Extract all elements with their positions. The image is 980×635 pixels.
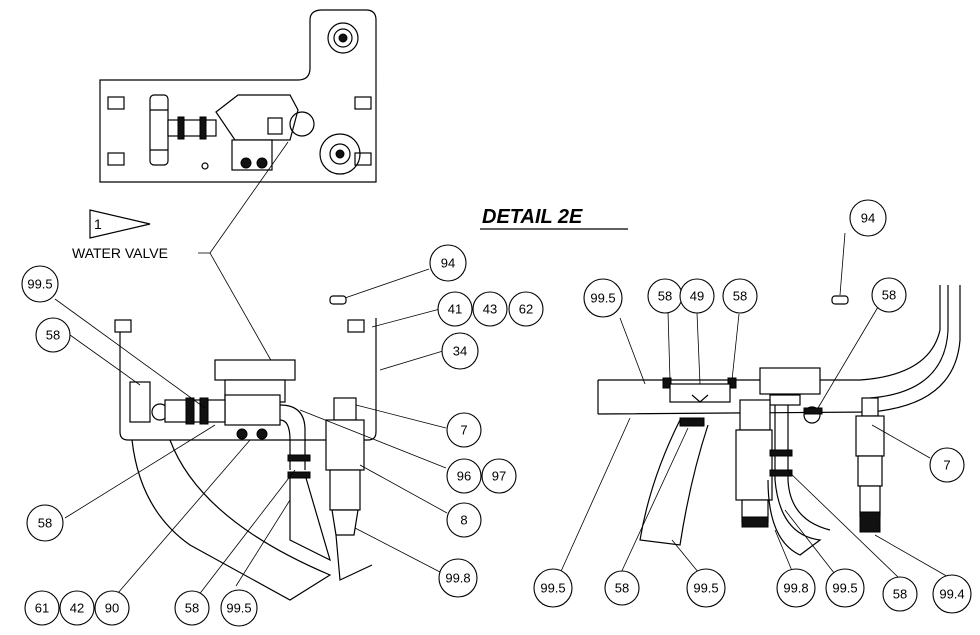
callout-58-r-b4: 58 (882, 576, 918, 612)
callout-58-r2: 58 (722, 278, 758, 314)
svg-text:43: 43 (483, 302, 497, 317)
callout-49: 49 (679, 278, 715, 314)
callout-43: 43 (472, 291, 508, 327)
svg-text:94: 94 (861, 211, 875, 226)
callout-58-bm: 58 (174, 590, 210, 626)
callout-995-tl: 99.5 (21, 265, 59, 303)
svg-text:97: 97 (492, 469, 506, 484)
detail-title: DETAIL 2E (482, 206, 583, 228)
callout-34: 34 (441, 332, 479, 370)
svg-text:58: 58 (46, 328, 60, 343)
svg-text:61: 61 (35, 601, 49, 616)
callout-41: 41 (437, 291, 473, 327)
svg-text:49: 49 (690, 289, 704, 304)
callout-995-r1: 99.5 (583, 278, 623, 318)
svg-text:99.5: 99.5 (590, 291, 615, 306)
callout-90: 90 (94, 590, 130, 626)
svg-text:99.5: 99.5 (226, 601, 251, 616)
leader-lines (54, 232, 951, 609)
svg-text:58: 58 (658, 289, 672, 304)
svg-text:96: 96 (457, 469, 471, 484)
svg-text:99.5: 99.5 (27, 277, 52, 292)
svg-text:34: 34 (453, 344, 467, 359)
svg-text:58: 58 (733, 289, 747, 304)
top-view-assembly (99, 9, 377, 183)
callout-94-r: 94 (849, 199, 887, 237)
callout-42: 42 (59, 590, 95, 626)
callout-61: 61 (24, 590, 60, 626)
callout-995-bm: 99.5 (220, 589, 258, 627)
water-valve-label: WATER VALVE (72, 245, 168, 261)
callout-58-l: 58 (35, 317, 71, 353)
svg-text:8: 8 (460, 513, 467, 528)
svg-text:58: 58 (893, 587, 907, 602)
callout-96: 96 (446, 458, 482, 494)
svg-text:7: 7 (460, 423, 467, 438)
svg-text:99.5: 99.5 (693, 581, 718, 596)
svg-text:99.5: 99.5 (832, 581, 857, 596)
callout-97: 97 (481, 458, 517, 494)
callout-8: 8 (446, 502, 482, 538)
callout-58-r1: 58 (647, 278, 683, 314)
svg-text:99.8: 99.8 (445, 571, 470, 586)
svg-text:58: 58 (38, 516, 52, 531)
callout-995-r-bl: 99.5 (533, 568, 573, 608)
svg-text:99.5: 99.5 (540, 581, 565, 596)
svg-text:62: 62 (519, 302, 533, 317)
callout-7-l: 7 (446, 412, 482, 448)
svg-text:99.4: 99.4 (939, 587, 964, 602)
right-side-view (597, 285, 961, 556)
svg-text:58: 58 (882, 288, 896, 303)
callout-58-r-b: 58 (604, 570, 640, 606)
callout-94-l: 94 (429, 244, 467, 282)
callout-995-r-b3: 99.5 (825, 568, 865, 608)
svg-text:90: 90 (105, 601, 119, 616)
flag-number: 1 (94, 216, 102, 232)
callout-7-r: 7 (929, 447, 965, 483)
revision-flag: 1 (89, 209, 151, 239)
callout-998-l: 99.8 (438, 558, 478, 598)
svg-text:41: 41 (448, 302, 462, 317)
svg-text:58: 58 (185, 601, 199, 616)
svg-text:99.8: 99.8 (783, 581, 808, 596)
callout-998-r: 99.8 (776, 568, 816, 608)
svg-text:58: 58 (615, 581, 629, 596)
svg-text:42: 42 (70, 601, 84, 616)
left-side-view (114, 318, 377, 601)
svg-text:7: 7 (943, 458, 950, 473)
callout-995-r-b2: 99.5 (686, 568, 726, 608)
callout-58-bl: 58 (26, 504, 64, 542)
callout-994: 99.4 (932, 574, 972, 614)
callout-58-r3: 58 (871, 277, 907, 313)
svg-text:94: 94 (441, 256, 455, 271)
callout-62: 62 (508, 291, 544, 327)
